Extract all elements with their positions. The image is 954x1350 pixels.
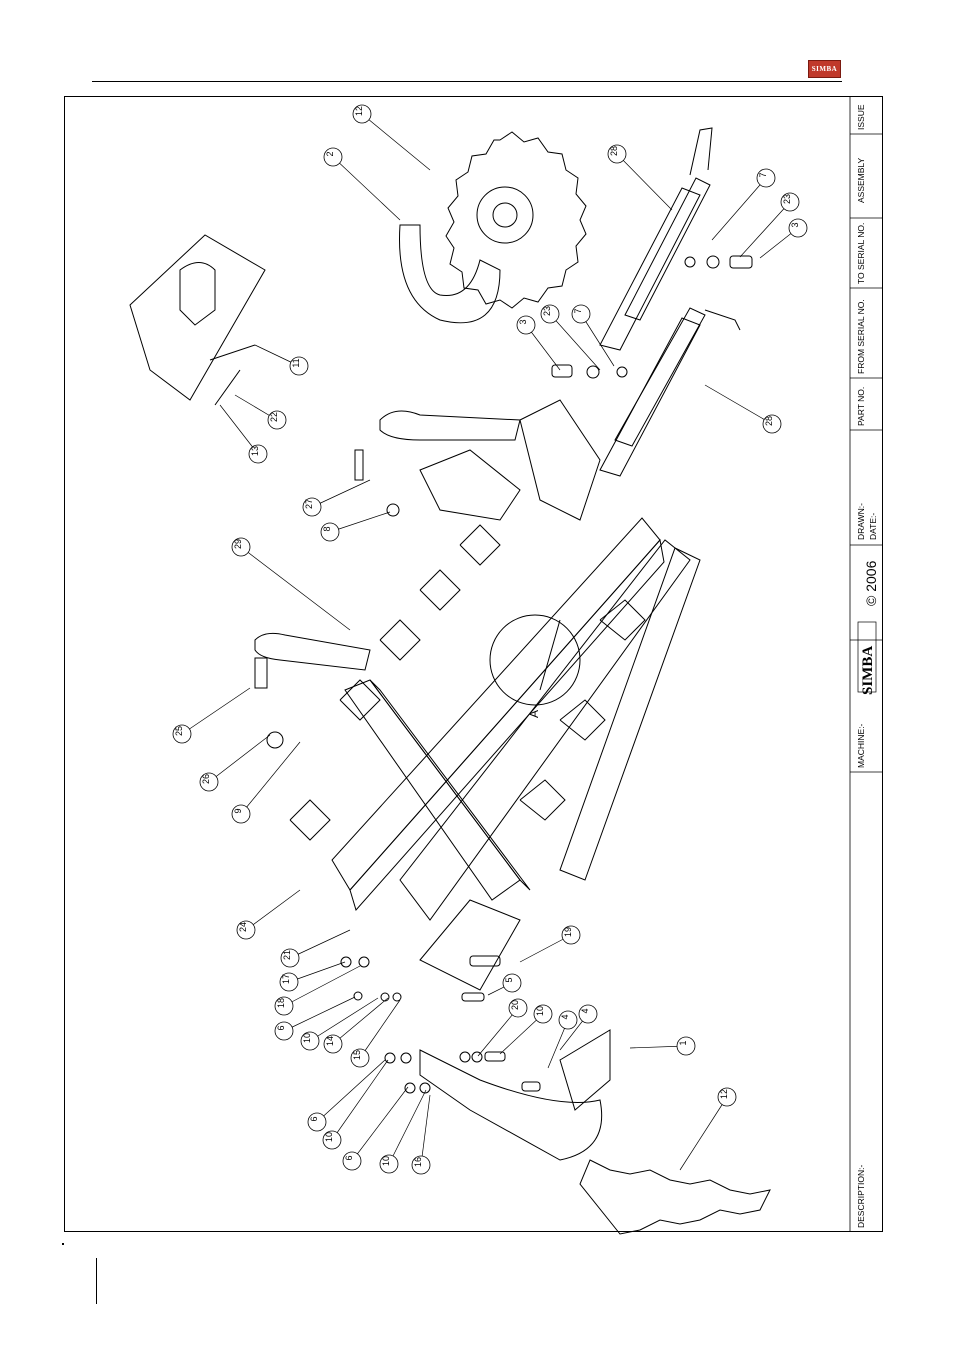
- callout-leader: [550, 314, 600, 370]
- to-serial-label: TO SERIAL NO.: [856, 223, 866, 284]
- callout-number: 10: [302, 1033, 312, 1043]
- callout-number: 29: [233, 539, 243, 549]
- callout-number: 7: [758, 172, 768, 177]
- detail-label-a: A: [527, 710, 541, 718]
- callout-number: 18: [276, 998, 286, 1008]
- callout-number: 16: [413, 1157, 423, 1167]
- callout-number: 22: [269, 412, 279, 422]
- callout-number: 1: [678, 1040, 688, 1045]
- callout-number: 23: [542, 306, 552, 316]
- callout-leader: [352, 1087, 408, 1161]
- callout-number: 13: [250, 446, 260, 456]
- callout-number: 4: [560, 1014, 570, 1019]
- title-block-texts: DESCRIPTION:- MACHINE:- SIMBA © 2006 DRA…: [856, 104, 879, 1228]
- callout-number: 6: [309, 1116, 319, 1121]
- callout-number: 3: [518, 319, 528, 324]
- title-block-logo: SIMBA: [860, 646, 876, 695]
- callout-leader: [209, 735, 270, 782]
- callout-number: 10: [324, 1132, 334, 1142]
- callout-number: 6: [344, 1155, 354, 1160]
- callout-leader: [617, 154, 672, 210]
- turnbuckle-lower: [600, 308, 740, 476]
- callout-number: 2: [325, 151, 335, 156]
- callout-number: 17: [281, 974, 291, 984]
- callout-leader: [284, 997, 355, 1031]
- lower-leg-assembly: [420, 1030, 770, 1234]
- assembly-label: ASSEMBLY: [856, 157, 866, 203]
- callout-number: 6: [276, 1025, 286, 1030]
- callout-number: 3: [790, 222, 800, 227]
- callout-number: 28: [609, 146, 619, 156]
- callout-number: 8: [322, 526, 332, 531]
- date-label: DATE:-: [868, 513, 878, 540]
- callout-number: 4: [580, 1008, 590, 1013]
- mounting-bracket-detail: [130, 235, 265, 405]
- machine-label: MACHINE:-: [856, 723, 866, 768]
- callout-leader: [421, 1095, 430, 1165]
- callout-number: 14: [325, 1036, 335, 1046]
- upper-disc-assembly: [400, 132, 587, 323]
- callout-leader: [362, 114, 430, 170]
- callout-number: 21: [282, 950, 292, 960]
- callout-leader: [246, 890, 300, 930]
- callout-number: 20: [510, 1000, 520, 1010]
- callout-number: 23: [782, 194, 792, 204]
- callout-leader: [389, 1090, 426, 1164]
- part-no-label: PART NO.: [856, 387, 866, 426]
- callout-number: 9: [233, 808, 243, 813]
- callout-number: 5: [504, 977, 514, 982]
- from-serial-label: FROM SERIAL NO.: [856, 299, 866, 374]
- callout-number: 24: [238, 922, 248, 932]
- callout-leader: [241, 742, 300, 814]
- callout-number: 10: [381, 1156, 391, 1166]
- callout-number: 15: [352, 1050, 362, 1060]
- copyright: © 2006: [863, 560, 879, 606]
- callout-leader: [312, 480, 370, 507]
- callout-number: 11: [291, 358, 301, 367]
- callout-leader: [705, 385, 772, 424]
- callout-leader: [680, 1097, 727, 1170]
- callout-leader: [740, 202, 790, 257]
- callout-leader: [332, 1060, 388, 1140]
- callout-number: 26: [201, 774, 211, 784]
- callout-number: 28: [764, 416, 774, 426]
- callout-leader: [290, 930, 350, 958]
- callout-number: 25: [174, 726, 184, 736]
- callout-leader: [712, 178, 766, 240]
- callout-number: 27: [304, 499, 314, 509]
- callout-number: 12: [719, 1089, 729, 1099]
- main-frame-assembly: [255, 400, 700, 990]
- callout-number: 12: [354, 106, 364, 116]
- callout-leader: [360, 1000, 400, 1058]
- issue-label: ISSUE: [856, 104, 866, 130]
- callout-leader: [330, 512, 390, 532]
- callout-number: 10: [535, 1006, 545, 1016]
- callout-leader: [333, 157, 400, 220]
- callout-number: 19: [563, 927, 573, 937]
- callout-leader: [182, 688, 250, 734]
- callout-number: 7: [573, 308, 583, 313]
- description-label: DESCRIPTION:-: [856, 1165, 866, 1228]
- drawn-label: DRAWN:-: [856, 503, 866, 540]
- callout-leader: [241, 547, 350, 630]
